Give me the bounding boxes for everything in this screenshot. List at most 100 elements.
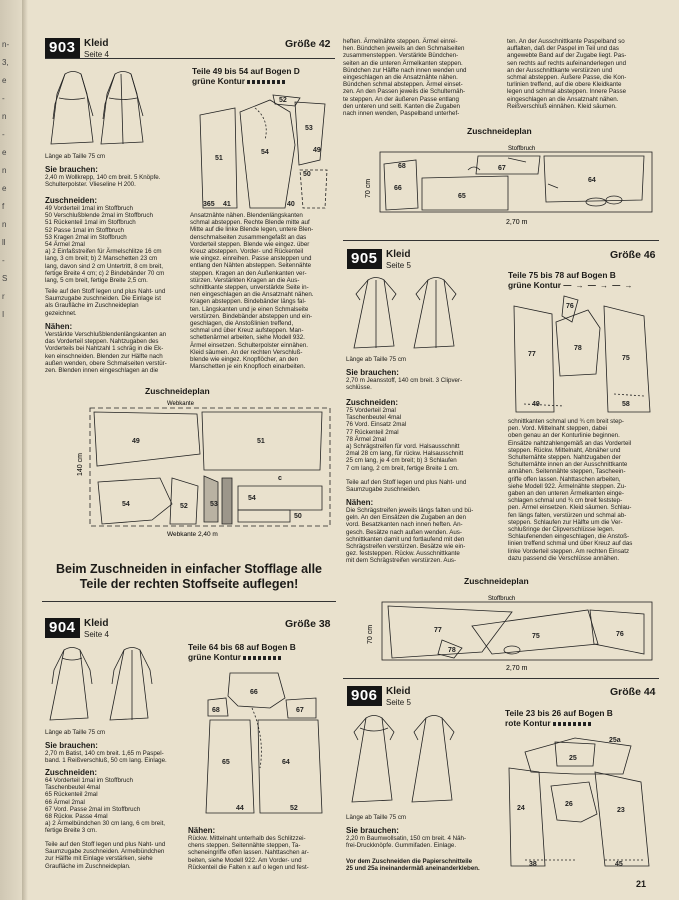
pieces-line: grüne Kontur [188, 652, 296, 662]
text-line: 2,20 m Baumwollsatin, 150 cm breit. 4 Nä… [346, 835, 467, 842]
text-line: wie eingez. einreihen. Passe ansteppen u… [190, 255, 312, 263]
text-line: angewebte Band auf der Zugabe liegt. Pas… [507, 52, 627, 60]
text-line: ken einschneiden. Blenden zur Hälfte nac… [45, 352, 163, 360]
plan-width-label: Webkante 2,40 m [167, 531, 218, 538]
model-number-903: 903 [45, 38, 80, 58]
text-line: band. 1 Reißverschluß, 50 cm lang. Einla… [45, 757, 167, 765]
text-line: das Vorderteil steppen. Nahtzugaben des [45, 338, 159, 346]
length-906: Länge ab Taille 75 cm [346, 814, 407, 821]
sewing-903: Nähen: Verstärkte Verschlußblendenlängsk… [45, 322, 190, 374]
text-line: a) Schrägstreifen für vord. Halsausschni… [346, 443, 460, 451]
size-906: Größe 44 [610, 686, 656, 698]
size-903: Größe 42 [285, 38, 331, 50]
cutting-heading: Zuschneiden: [45, 768, 98, 777]
sewing-904-end: ten. An der Ausschnittkante Paspelband s… [507, 38, 657, 110]
piece-label: 23 [617, 807, 625, 814]
text-line: nach innen wenden, Paspelband unterhef- [343, 110, 460, 118]
text-line: Verstärkte Verschlußblendenlängskanten a… [45, 331, 167, 338]
text-line: Kragen absteppen. Bindebänder längs fal- [190, 298, 306, 306]
text-line: Saumzugabe zuschneiden. Die Einlage ist [45, 295, 161, 303]
text-line: scheneingriffe offen lassen. Nahttaschen… [188, 849, 309, 857]
pieces-line: Teile 75 bis 78 auf Bogen B [508, 270, 616, 280]
piece-label: 75 [532, 633, 540, 640]
piece-label: 54 [122, 501, 130, 508]
needs-heading: Sie brauchen: [45, 741, 98, 750]
model-number-906: 906 [347, 686, 382, 706]
piece-label: 64 [282, 759, 290, 766]
cutting-plan-title-903: Zuschneideplan [145, 386, 210, 396]
text-line: Teile auf den Stoff legen und plus Naht-… [346, 479, 467, 486]
text-line: schlußringe der Clipverschlüsse legen. [508, 526, 615, 534]
text-line: 78 Ärmel 2mal [346, 435, 386, 443]
piece-label: 50 [303, 171, 311, 178]
facing-page-text: - [2, 94, 5, 103]
piece-label: 77 [434, 627, 442, 634]
text-line: Vorderteils bei Nahtzahl 1 schräg in die… [45, 345, 164, 353]
piece-label: 68 [398, 163, 406, 170]
text-line: 51 Rückenteil 1mal im Stoffbruch [45, 219, 136, 227]
sewing-905-continued: schnittkanten schmal und ¾ cm breit step… [508, 418, 658, 562]
text-line: heften. Ärmelnähte steppen. Ärmel einrei… [343, 38, 458, 45]
text-line: schmal und über Kreuz aufsteppen. Man- [190, 327, 304, 335]
notice-line: Teile der rechten Stoffseite auflegen! [79, 577, 299, 591]
layout-note-905: Teile auf den Stoff legen und plus Naht-… [346, 479, 498, 493]
pieces-line: grüne Kontur [192, 76, 300, 86]
contour-label: grüne Kontur [188, 652, 242, 662]
dress-illustration-903 [50, 71, 144, 145]
text-line: 67 Vord. Passe 2mal im Stoffbruch [45, 805, 141, 813]
text-line: zen. Blenden innen eingeschlagen an die [45, 367, 159, 375]
layout-note-904: Teile auf den Stoff legen und plus Naht-… [45, 841, 190, 870]
text-line: nen eingeschlagen an die Ansatznaht nähe… [190, 291, 314, 299]
text-line: steppen. Kragen an den Außenkanten ver- [190, 269, 307, 277]
text-line: entlang den Nähten absteppen. Seitennäht… [190, 262, 312, 270]
piece-label: 25 [569, 755, 577, 762]
text-line: Rückw. Mittelnaht unterhalb des Schlitzz… [188, 835, 306, 842]
needs-heading: Sie brauchen: [45, 165, 98, 174]
text-line: linke Vorderteil steppen. Am rechten Ein… [508, 547, 630, 555]
piece-label: 38 [529, 861, 537, 868]
piece-label: 44 [236, 805, 244, 812]
pieces-line: Teile 64 bis 68 auf Bogen B [188, 642, 296, 652]
text-line: Manschetten je ein Knopfloch einarbeiten… [190, 363, 306, 371]
text-line: Saumzugabe zuschneiden. [346, 486, 421, 494]
facing-page-text: ll [2, 238, 6, 247]
text-line: Schulternähte steppen. Nahtzugaben der [508, 454, 621, 462]
text-line: 25 und 25a ineinandermäß aneinanderklebe… [346, 865, 480, 873]
text-line: 49 Vorderteil 1mal im Stoffbruch [45, 205, 133, 212]
text-line: blende wie eingez. Knopflöcher, an den [190, 356, 299, 364]
text-line: 54 Ärmel 2mal [45, 241, 85, 249]
text-line: geln. An den Einsätzen die Zugaben an de… [346, 514, 467, 522]
needs-903: Sie brauchen: 2,40 m Wollkrepp, 140 cm b… [45, 165, 190, 188]
text-line: 53 Kragen 2mal im Stoffbruch [45, 233, 127, 241]
sewing-904: Nähen: Rückw. Mittelnaht unterhalb des S… [188, 826, 336, 871]
plan-height-label: 70 cm [365, 179, 372, 198]
contour-label: rote Kontur [505, 718, 551, 728]
text-line: steppen. Rückw. Mittelnaht, Abnäher und [508, 446, 621, 454]
text-line: turlinien treffend, auf die obere Kleidk… [507, 81, 622, 89]
piece-label: 52 [290, 805, 298, 812]
facing-page-text: - [2, 130, 5, 139]
text-line: Reißverschluß einnähen. Kleid säumen. [507, 102, 617, 110]
needs-heading: Sie brauchen: [346, 368, 399, 377]
piece-label: 53 [305, 125, 313, 132]
text-line: oben genau an der Konturlinie beginnen. [508, 432, 620, 440]
text-line: Schulterpolster. Vlieseline H 200. [45, 181, 136, 189]
sewing-heading: Nähen: [45, 322, 73, 331]
piece-label: 76 [566, 303, 574, 310]
text-line: zusammensteppen. Verstärkte Bündchen- [343, 52, 459, 60]
piece-label: 365 [203, 201, 215, 208]
piece-label: 26 [565, 801, 573, 808]
piece-label: 77 [528, 351, 536, 358]
cutting-heading: Zuschneiden: [45, 196, 98, 205]
text-line: te steppen. An der äußeren Passe entlang [343, 95, 459, 103]
text-line: dazu passend die Verschlüsse annähen. [508, 554, 620, 562]
selvage-label: Webkante [167, 401, 195, 407]
length-904: Länge ab Taille 75 cm [45, 729, 106, 736]
plan-height-label: 70 cm [367, 625, 374, 644]
text-line: pen. Ärmel einsetzen. Kleid säumen. Schl… [508, 504, 632, 512]
